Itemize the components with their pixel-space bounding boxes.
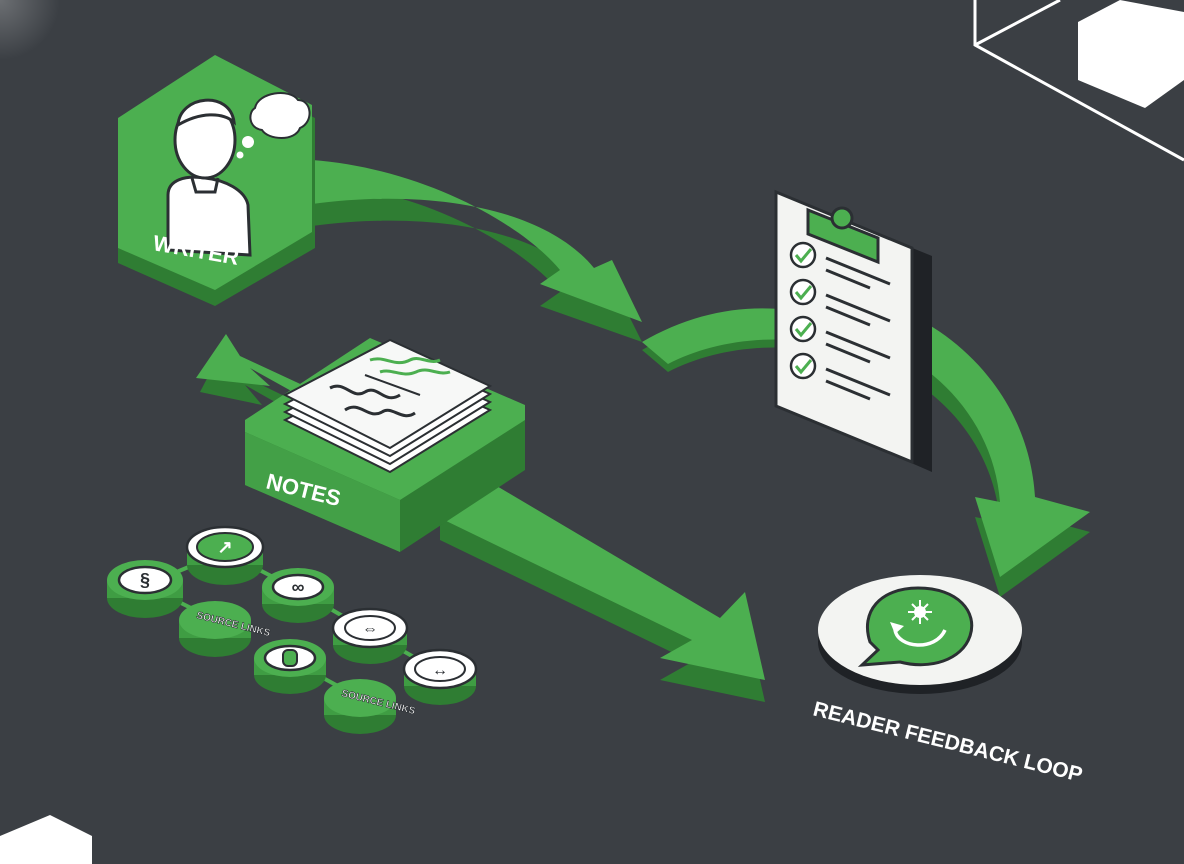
arrow-checklist-to-feedback: [898, 310, 1090, 597]
feedback-node[interactable]: READER FEEDBACK LOOP: [811, 575, 1085, 787]
arrow-notes-to-feedback: [440, 482, 765, 702]
stacked-notes-icon: [282, 338, 493, 474]
infinity-link-icon: ∞: [292, 577, 305, 597]
feedback-label: READER FEEDBACK LOOP: [811, 698, 1085, 787]
writer-node[interactable]: WRITER: [118, 55, 315, 306]
link-token-expand[interactable]: ⇔: [331, 607, 409, 664]
checklist-node[interactable]: [774, 189, 932, 472]
arrow-arc-to-checklist: [642, 308, 790, 372]
source-links-badge-1[interactable]: SOURCE LINKS: [179, 601, 272, 657]
check-item-2: [789, 278, 891, 327]
link-token-paperclip[interactable]: §: [107, 560, 183, 618]
source-links-cluster: § ↗ ∞ SOURCE LINKS ⇔: [107, 525, 478, 734]
clipboard-checklist-icon: [789, 206, 891, 401]
check-item-4: [789, 352, 891, 401]
arrows-horizontal-icon: ↔: [432, 662, 448, 679]
corner-decoration-top-right: [973, 0, 1184, 162]
link-token-arrow-up[interactable]: ↗: [185, 525, 265, 585]
link-token-paperclip-2[interactable]: [254, 639, 326, 694]
source-links-badge-2[interactable]: SOURCE LINKS: [324, 679, 417, 734]
notes-node[interactable]: NOTES: [245, 338, 525, 552]
link-token-arrows-horizontal[interactable]: ↔: [402, 648, 478, 705]
paperclip-icon: [282, 649, 298, 667]
person-thinking-icon: [166, 92, 311, 257]
check-item-1: [789, 241, 891, 290]
corner-glow: [0, 0, 60, 60]
chat-refresh-icon: [857, 586, 974, 667]
paperclip-icon: §: [140, 570, 150, 590]
expand-icon: ⇔: [362, 621, 378, 638]
arrow-up-icon: ↗: [217, 537, 232, 557]
corner-decoration-bottom-left: [0, 815, 92, 864]
link-token-infinity[interactable]: ∞: [262, 568, 334, 623]
arrow-writer-to-review: [312, 160, 642, 342]
check-item-3: [789, 315, 891, 364]
